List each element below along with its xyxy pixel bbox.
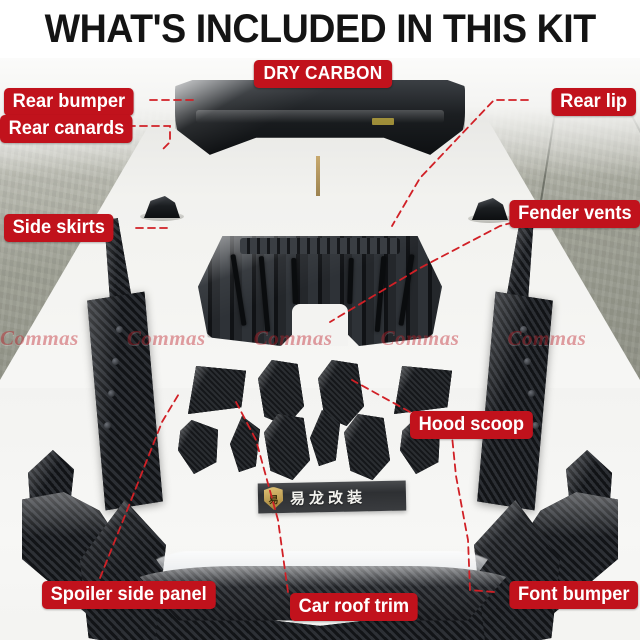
part-fender-vent-left	[188, 366, 246, 414]
rear-bumper-label-sticker	[372, 118, 394, 125]
part-fender-vent-right	[394, 366, 452, 414]
brand-shield-icon: 易	[264, 487, 283, 510]
page-title: WHAT'S INCLUDED IN THIS KIT	[44, 7, 596, 51]
skirt-mount-hole	[528, 390, 535, 397]
skirt-mount-hole	[116, 326, 123, 333]
label-font-bumper[interactable]: Font bumper	[509, 581, 638, 609]
skirt-mount-hole	[104, 422, 111, 429]
rear-bumper-support-stick	[316, 156, 320, 196]
skirt-mount-hole	[108, 390, 115, 397]
page-title-bar: WHAT'S INCLUDED IN THIS KIT	[0, 0, 640, 58]
skirt-mount-hole	[520, 326, 527, 333]
label-car-roof-trim[interactable]: Car roof trim	[290, 593, 418, 621]
label-spoiler-side-panel[interactable]: Spoiler side panel	[42, 581, 216, 609]
label-rear-canards[interactable]: Rear canards	[0, 115, 133, 143]
label-rear-bumper[interactable]: Rear bumper	[4, 88, 134, 116]
skirt-mount-hole	[524, 358, 531, 365]
part-rear-canard-left	[144, 196, 180, 218]
label-fender-vents[interactable]: Fender vents	[509, 200, 640, 228]
label-hood-scoop[interactable]: Hood scoop	[410, 411, 533, 439]
diffuser-top-vanes	[240, 238, 400, 254]
diffuser-center-cutout	[292, 304, 348, 346]
brand-banner: 易 易龙改装	[257, 480, 407, 514]
label-rear-lip[interactable]: Rear lip	[551, 88, 636, 116]
skirt-mount-hole	[112, 358, 119, 365]
brand-banner-text: 易龙改装	[289, 487, 367, 508]
rear-bumper-highlight	[196, 110, 444, 123]
skirt-mount-hole	[532, 422, 539, 429]
product-photo: 易 易龙改装 Commas Commas Commas Commas Comma…	[0, 58, 640, 640]
label-side-skirts[interactable]: Side skirts	[4, 214, 114, 242]
material-badge: DRY CARBON	[253, 60, 393, 88]
